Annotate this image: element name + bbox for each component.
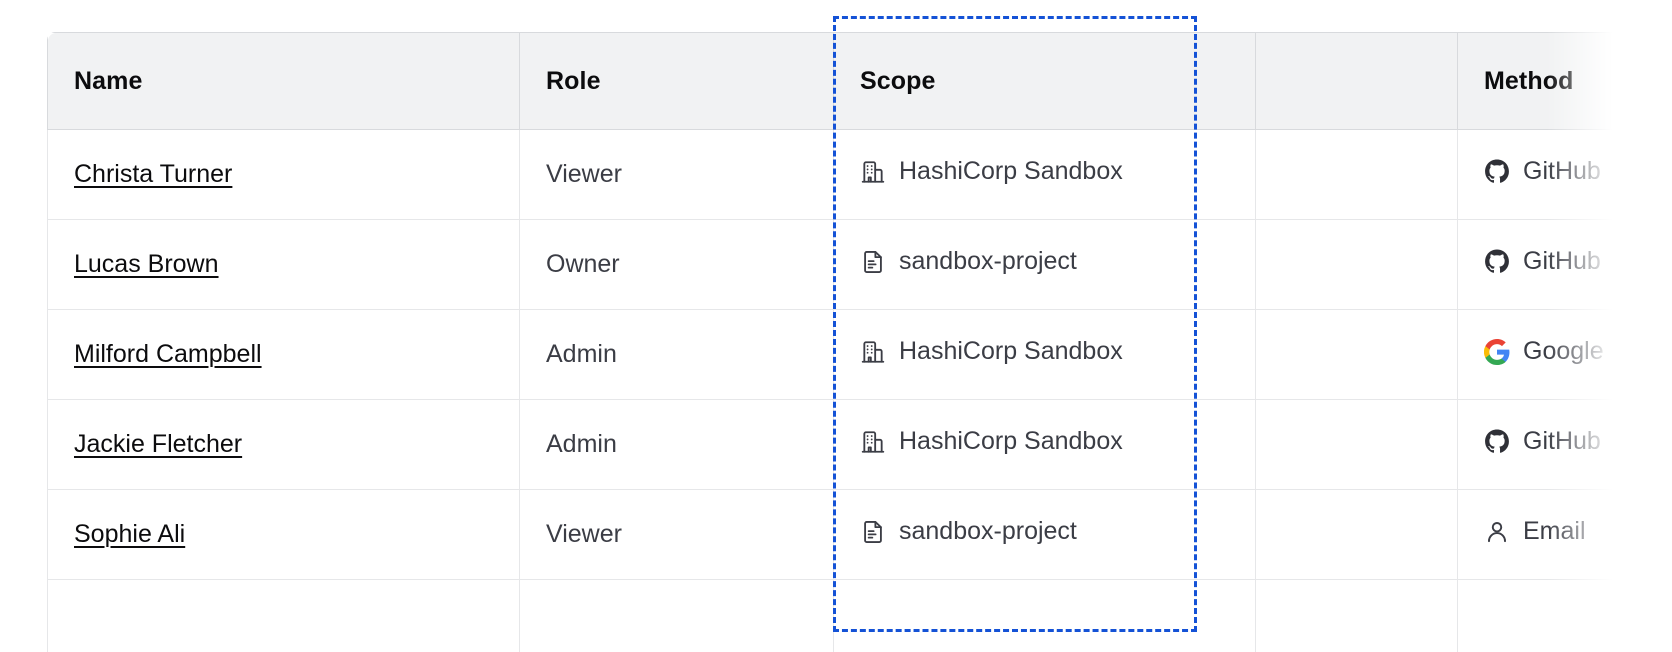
column-header-name[interactable]: Name [47,32,520,130]
cell-name [47,579,520,652]
members-table-scroll-region[interactable]: Name Role Scope Method Christa Turner Vi… [47,32,1617,652]
cell-name: Lucas Brown [47,219,520,310]
member-name-link[interactable]: Sophie Ali [74,520,186,548]
members-table: Name Role Scope Method Christa Turner Vi… [47,32,1617,652]
cell-name: Sophie Ali [47,489,520,580]
table-row: Lucas Brown Owner sa [47,219,1617,310]
scope-label: HashiCorp Sandbox [899,337,1123,366]
cell-name: Jackie Fletcher [47,399,520,490]
github-icon [1484,249,1510,275]
scope-label: HashiCorp Sandbox [899,157,1123,186]
cell-role: Owner [519,219,834,310]
cell-blank [1255,399,1458,490]
cell-method: Email [1457,489,1617,580]
member-name-link[interactable]: Christa Turner [74,160,233,188]
column-header-method[interactable]: Method [1457,32,1617,130]
cell-blank [1255,579,1458,652]
github-icon [1484,159,1510,185]
method-label: Google [1523,337,1604,366]
cell-scope: sandbox-project [833,219,1256,310]
table-row [47,579,1617,652]
github-icon [1484,429,1510,455]
column-header-blank [1255,32,1458,130]
cell-role: Viewer [519,489,834,580]
cell-blank [1255,219,1458,310]
member-name-link[interactable]: Jackie Fletcher [74,430,243,458]
organization-icon [860,159,886,185]
table-body: Christa Turner Viewer [47,129,1617,652]
cell-method: GitHub [1457,129,1617,220]
column-header-scope[interactable]: Scope [833,32,1256,130]
member-name-link[interactable]: Milford Campbell [74,340,262,368]
table-row: Milford Campbell Admin [47,309,1617,400]
table-header-row: Name Role Scope Method [47,32,1617,130]
cell-scope: HashiCorp Sandbox [833,129,1256,220]
user-icon [1484,519,1510,545]
cell-method [1457,579,1617,652]
cell-scope [833,579,1256,652]
project-document-icon [860,249,886,275]
cell-method: GitHub [1457,399,1617,490]
table-header: Name Role Scope Method [47,32,1617,130]
method-label: GitHub [1523,427,1601,456]
cell-method: Google [1457,309,1617,400]
table-row: Jackie Fletcher Admin [47,399,1617,490]
scope-label: sandbox-project [899,517,1077,546]
cell-name: Milford Campbell [47,309,520,400]
organization-icon [860,429,886,455]
scope-label: sandbox-project [899,247,1077,276]
cell-name: Christa Turner [47,129,520,220]
scope-label: HashiCorp Sandbox [899,427,1123,456]
cell-blank [1255,129,1458,220]
method-label: GitHub [1523,247,1601,276]
organization-icon [860,339,886,365]
cell-role: Admin [519,309,834,400]
cell-scope: HashiCorp Sandbox [833,309,1256,400]
member-name-link[interactable]: Lucas Brown [74,250,219,278]
project-document-icon [860,519,886,545]
cell-role [519,579,834,652]
cell-scope: sandbox-project [833,489,1256,580]
cell-blank [1255,489,1458,580]
cell-role: Admin [519,399,834,490]
method-label: GitHub [1523,157,1601,186]
cell-role: Viewer [519,129,834,220]
cell-blank [1255,309,1458,400]
cell-scope: HashiCorp Sandbox [833,399,1256,490]
method-label: Email [1523,517,1586,546]
column-header-role[interactable]: Role [519,32,834,130]
cell-method: GitHub [1457,219,1617,310]
google-icon [1484,338,1510,365]
table-row: Sophie Ali Viewer sa [47,489,1617,580]
table-row: Christa Turner Viewer [47,129,1617,220]
